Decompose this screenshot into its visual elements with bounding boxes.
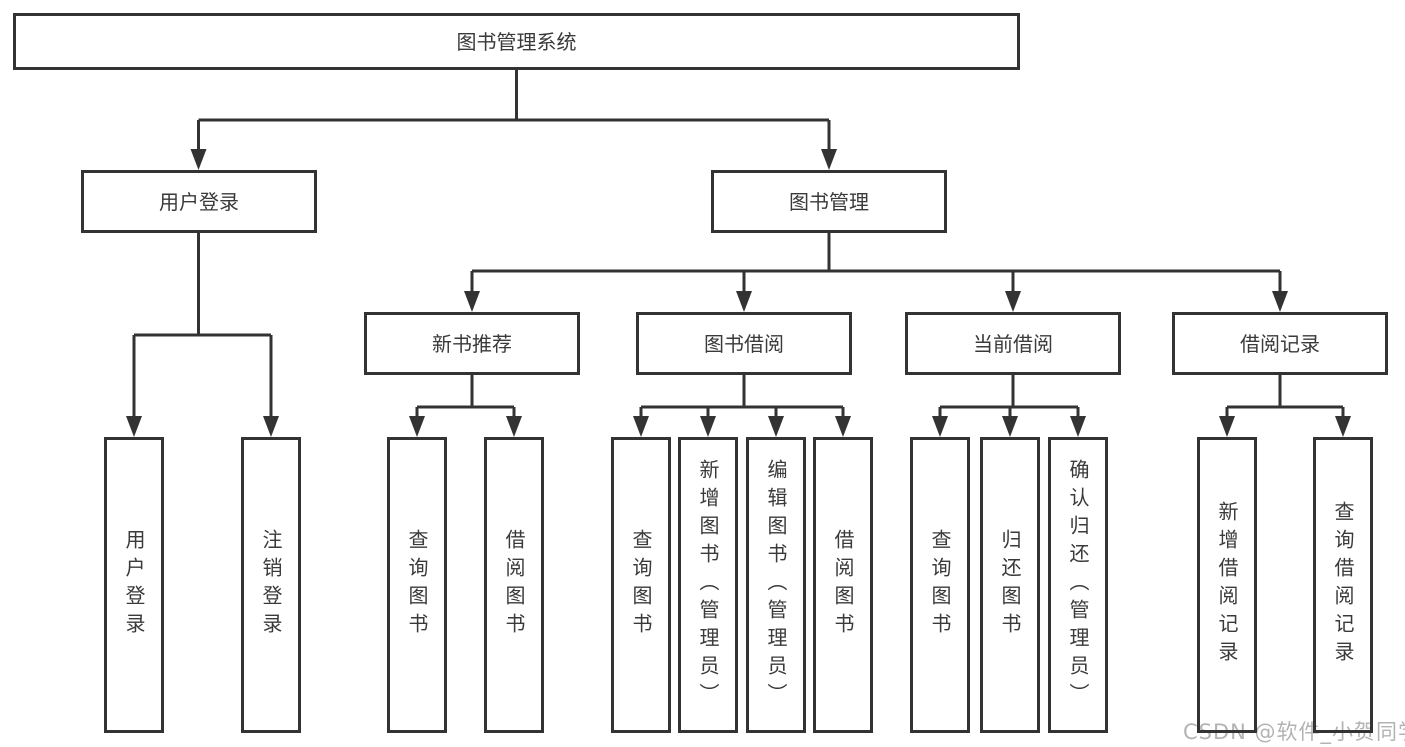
leaf-current-query: 查询图书 bbox=[910, 437, 970, 733]
watermark: CSDN @软件_小贺同学 bbox=[1183, 720, 1405, 744]
node-book-management: 图书管理 bbox=[711, 170, 947, 233]
leaf-records-query: 查询借阅记录 bbox=[1313, 437, 1373, 733]
leaf-records-add: 新增借阅记录 bbox=[1197, 437, 1257, 733]
leaf-newbooks-query: 查询图书 bbox=[387, 437, 447, 733]
leaf-current-confirm-admin: 确认归还（管理员） bbox=[1048, 437, 1108, 733]
node-user-login: 用户登录 bbox=[81, 170, 317, 233]
node-borrow-records: 借阅记录 bbox=[1172, 312, 1388, 375]
node-root: 图书管理系统 bbox=[13, 13, 1020, 70]
leaf-borrow-query: 查询图书 bbox=[611, 437, 671, 733]
leaf-user-login: 用户登录 bbox=[104, 437, 164, 733]
leaf-borrow-add-admin: 新增图书（管理员） bbox=[678, 437, 738, 733]
leaf-logout: 注销登录 bbox=[241, 437, 301, 733]
node-new-book-recommend: 新书推荐 bbox=[364, 312, 580, 375]
leaf-current-return: 归还图书 bbox=[980, 437, 1040, 733]
leaf-borrow-book: 借阅图书 bbox=[813, 437, 873, 733]
node-current-borrow: 当前借阅 bbox=[905, 312, 1121, 375]
node-book-borrow: 图书借阅 bbox=[636, 312, 852, 375]
leaf-newbooks-borrow: 借阅图书 bbox=[484, 437, 544, 733]
leaf-borrow-edit-admin: 编辑图书（管理员） bbox=[746, 437, 806, 733]
